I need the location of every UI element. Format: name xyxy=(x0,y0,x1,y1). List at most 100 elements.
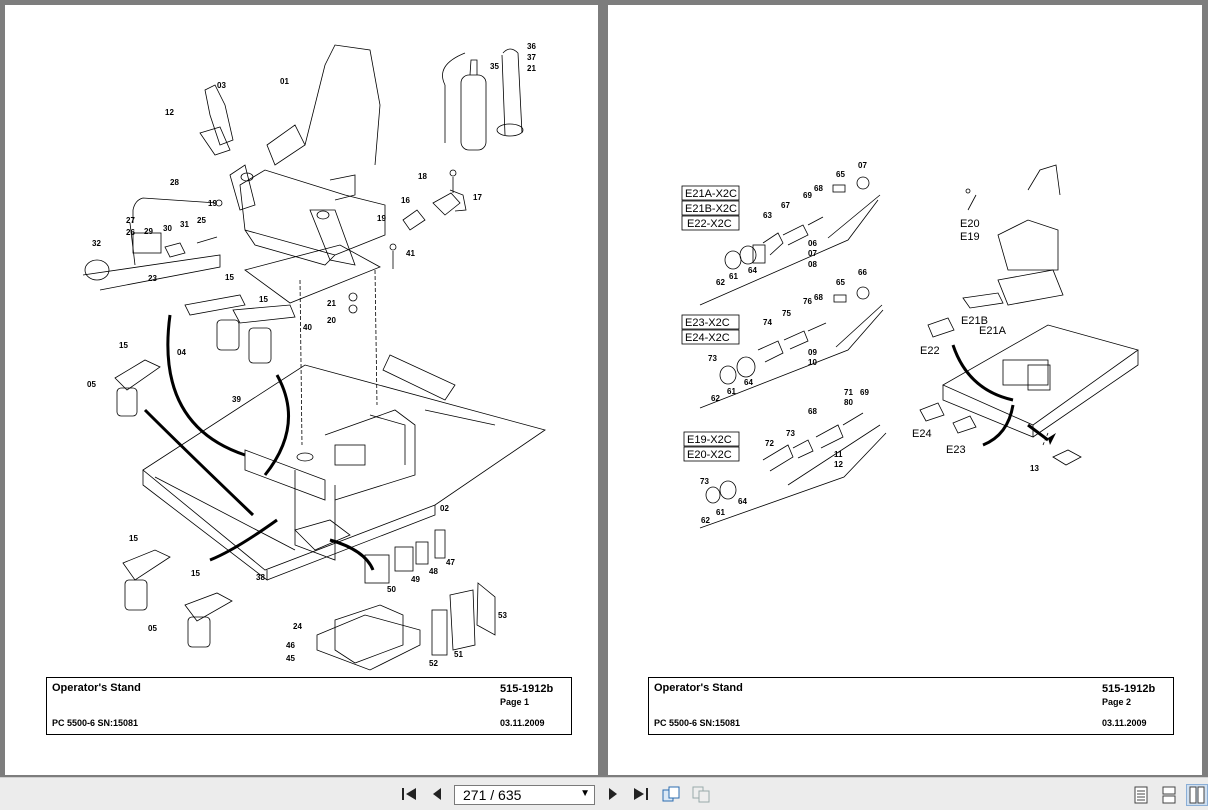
connector-label-e21a: E21A-X2C xyxy=(685,188,737,200)
callout-35: 35 xyxy=(490,62,499,71)
part-08: 08 xyxy=(808,260,817,269)
part-64b: 64 xyxy=(744,378,753,387)
two-page-view-icon xyxy=(1189,786,1205,804)
callout-17: 17 xyxy=(473,193,482,202)
part-09: 09 xyxy=(808,348,817,357)
callout-45: 45 xyxy=(286,654,295,663)
switch-label-e19: E19 xyxy=(960,231,980,243)
part-71: 72 xyxy=(765,439,774,448)
callout-12: 12 xyxy=(165,108,174,117)
previous-page-button[interactable] xyxy=(428,785,446,803)
first-page-button[interactable] xyxy=(398,785,420,803)
callout-51: 51 xyxy=(454,650,463,659)
single-page-view-button[interactable] xyxy=(1130,784,1152,806)
page-label: Page 1 xyxy=(500,697,530,707)
previous-page-icon xyxy=(433,788,441,800)
page-label: Page 2 xyxy=(1102,697,1132,707)
part-62: 62 xyxy=(716,278,725,287)
switch-label-e24: E24 xyxy=(912,428,932,440)
last-page-button[interactable] xyxy=(630,785,652,803)
page-copy-icon xyxy=(692,786,710,803)
part-65b: 65 xyxy=(836,278,845,287)
title-block: Operator's Stand 515-1912b Page 2 PC 550… xyxy=(648,677,1174,735)
single-page-view-icon xyxy=(1134,786,1148,804)
callout-37: 37 xyxy=(527,53,536,62)
callout-15d: 15 xyxy=(129,534,138,543)
page-swap-icon xyxy=(662,786,680,802)
connector-label-e19: E19-X2C xyxy=(687,434,732,446)
part-61: 61 xyxy=(729,272,738,281)
first-page-icon xyxy=(402,788,416,800)
callout-15b: 15 xyxy=(259,295,268,304)
part-06: 06 xyxy=(808,239,817,248)
continuous-view-icon xyxy=(1162,786,1176,804)
title-block: Operator's Stand 515-1912b Page 1 PC 550… xyxy=(46,677,572,735)
callout-32: 32 xyxy=(92,239,101,248)
callout-02: 02 xyxy=(440,504,449,513)
part-65: 65 xyxy=(836,170,845,179)
part-68: 68 xyxy=(814,184,823,193)
part-72: 73 xyxy=(786,429,795,438)
part-75: 75 xyxy=(782,309,791,318)
callout-38: 38 xyxy=(256,573,265,582)
part-67c: 68 xyxy=(808,407,817,416)
switch-label-e21b: E21B xyxy=(961,315,988,327)
connector-label-e21b: E21B-X2C xyxy=(685,203,737,215)
callout-50: 50 xyxy=(387,585,396,594)
callout-16: 16 xyxy=(401,196,410,205)
exploded-parts-diagram-page-2: E21A-X2C E21B-X2C E22-X2C E23-X2C E24-X2… xyxy=(681,161,1139,529)
part-69c: 71 xyxy=(844,388,853,397)
part-61c: 61 xyxy=(716,508,725,517)
part-76: 76 xyxy=(803,297,812,306)
next-page-button[interactable] xyxy=(604,785,622,803)
callout-01: 01 xyxy=(280,77,289,86)
switch-label-e22: E22 xyxy=(920,345,940,357)
callout-05: 05 xyxy=(87,380,96,389)
viewer-toolbar: 271 / 635 ▼ xyxy=(0,777,1208,810)
callout-41: 41 xyxy=(406,249,415,258)
next-page-icon xyxy=(609,788,617,800)
callout-21b: 21 xyxy=(327,299,336,308)
callout-20: 20 xyxy=(327,316,336,325)
callout-05b: 05 xyxy=(148,624,157,633)
rotate-page-button-disabled[interactable] xyxy=(690,785,712,803)
model-serial: PC 5500-6 SN:15081 xyxy=(52,718,139,728)
part-10: 10 xyxy=(808,358,817,367)
part-61b: 61 xyxy=(727,387,736,396)
part-66b: 66 xyxy=(858,268,867,277)
part-64: 64 xyxy=(748,266,757,275)
connector-label-e20: E20-X2C xyxy=(687,449,732,461)
rotate-page-button[interactable] xyxy=(660,785,682,803)
callout-21: 21 xyxy=(527,64,536,73)
two-page-view-button[interactable] xyxy=(1186,784,1208,806)
callout-03: 03 xyxy=(217,81,226,90)
page-number-select[interactable]: 271 / 635 ▼ xyxy=(454,785,595,805)
callout-26: 26 xyxy=(126,228,135,237)
model-serial: PC 5500-6 SN:15081 xyxy=(654,718,741,728)
last-page-icon xyxy=(634,788,648,800)
callout-47: 47 xyxy=(446,558,455,567)
part-62c: 62 xyxy=(701,516,710,525)
continuous-view-button[interactable] xyxy=(1158,784,1180,806)
callout-31: 31 xyxy=(180,220,189,229)
part-66: 07 xyxy=(858,161,867,170)
callout-52: 52 xyxy=(429,659,438,668)
switch-label-e20: E20 xyxy=(960,218,980,230)
part-12: 12 xyxy=(834,460,843,469)
part-68c: 69 xyxy=(860,388,869,397)
drawing-title: Operator's Stand xyxy=(654,682,743,694)
part-74: 74 xyxy=(763,318,772,327)
part-62b: 62 xyxy=(711,394,720,403)
part-68b: 68 xyxy=(814,293,823,302)
callout-49: 49 xyxy=(411,575,420,584)
part-69: 69 xyxy=(803,191,812,200)
doc-number: 515-1912b xyxy=(1102,683,1156,695)
exploded-parts-diagram-page-1: 01 03 12 35 36 37 21 28 19 19 18 16 17 4… xyxy=(82,42,546,671)
callout-23: 23 xyxy=(148,274,157,283)
connector-label-e22: E22-X2C xyxy=(687,218,732,230)
callout-25: 25 xyxy=(197,216,206,225)
part-63: 63 xyxy=(763,211,772,220)
callout-15c: 15 xyxy=(119,341,128,350)
callout-39: 39 xyxy=(232,395,241,404)
part-11: 11 xyxy=(834,450,843,459)
